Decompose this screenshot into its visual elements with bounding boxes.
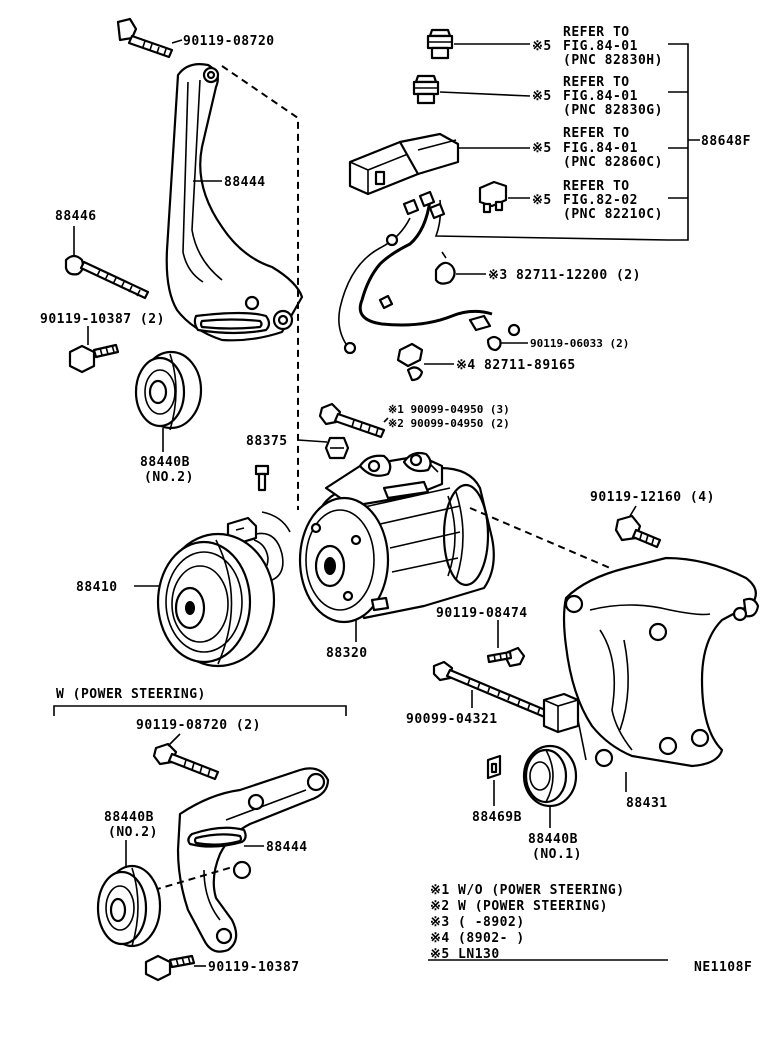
bolt-90099-04950: [318, 402, 386, 439]
pulley-88440b-no2-upper: [134, 350, 203, 431]
label-ps-pulley-88440b: 88440B: [104, 810, 154, 825]
ps-pulley-88440b-no2: [96, 864, 162, 948]
label-bolt-90099-04321: 90099-04321: [406, 712, 498, 727]
bolt-90119-12160: [614, 514, 662, 549]
bracket-88431: [562, 556, 760, 768]
pulley-88440b-no1: [522, 744, 578, 808]
label-sensor2-mark: ※5: [532, 89, 552, 104]
label-sensor4-mark: ※5: [532, 193, 552, 208]
label-bolt-90119-10387: 90119-10387 (2): [40, 312, 165, 327]
label-ps-bolt-90119-10387: 90119-10387: [208, 960, 300, 975]
clamp-82711-12200: [434, 251, 456, 285]
label-sensor1-ref3: (PNC 82830H): [563, 53, 663, 68]
bolt-90099-04321: [432, 660, 552, 720]
label-clamp-82711-12200: ※3 82711-12200 (2): [488, 268, 641, 283]
label-bracket-88431: 88431: [626, 796, 668, 811]
magnet-clutch-88410: [156, 532, 276, 668]
clamp-82711-89165: [396, 342, 424, 382]
legend-note-4: ※4 (8902- ): [430, 931, 525, 946]
label-clamp-82711-89165: ※4 82711-89165: [456, 358, 576, 373]
label-sensor3-ref1: REFER TO: [563, 126, 630, 141]
label-sensor1-mark: ※5: [532, 39, 552, 54]
bolt-88446: [64, 254, 150, 300]
bolt-90119-06033: [486, 335, 502, 352]
bracket-88444-upper: [165, 63, 304, 342]
label-bolt-90119-12160: 90119-12160 (4): [590, 490, 715, 505]
label-bolt-90099-04950-1: ※1 90099-04950 (3): [388, 403, 510, 416]
label-sensor1-ref2: FIG.84-01: [563, 39, 638, 54]
label-sensor4-ref3: (PNC 82210C): [563, 207, 663, 222]
label-pulley-88440b-upper: 88440B: [140, 455, 190, 470]
label-ps-bolt-90119-08720: 90119-08720 (2): [136, 718, 261, 733]
label-bolt-90099-04950-2: ※2 90099-04950 (2): [388, 417, 510, 430]
compressor-88320: [298, 451, 495, 624]
bolt-90119-10387: [68, 343, 120, 374]
sensor-82860c: [348, 132, 460, 196]
label-bracket-88444: 88444: [224, 175, 266, 190]
ps-bracket-88444: [176, 767, 330, 953]
label-cushion-88375: 88375: [246, 434, 288, 449]
bolt-90119-08474: [486, 646, 526, 668]
cushion-88375: [324, 436, 350, 460]
ps-bolt-90119-08720: [152, 742, 220, 781]
legend-note-1: ※1 W/O (POWER STEERING): [430, 883, 625, 898]
label-bolt-90119-08720: 90119-08720: [183, 34, 275, 49]
plate-88469b: [486, 692, 580, 780]
label-sensor2-ref3: (PNC 82830G): [563, 103, 663, 118]
ps-bolt-90119-10387: [144, 954, 196, 982]
label-harness-88648f: 88648F: [701, 134, 751, 149]
label-bolt-90119-08474: 90119-08474: [436, 606, 528, 621]
label-ps-bracket-88444: 88444: [266, 840, 308, 855]
sensor-82830g: [412, 74, 440, 105]
clutch-screw: [254, 464, 270, 492]
legend-note-3: ※3 ( -8902): [430, 915, 525, 930]
label-sensor3-ref3: (PNC 82860C): [563, 155, 663, 170]
label-sensor3-ref2: FIG.84-01: [563, 141, 638, 156]
legend-note-5: ※5 LN130: [430, 947, 500, 962]
label-sensor1-ref1: REFER TO: [563, 25, 630, 40]
label-sensor2-ref1: REFER TO: [563, 75, 630, 90]
sensor-82210c: [478, 180, 508, 214]
label-sensor2-ref2: FIG.84-01: [563, 89, 638, 104]
label-clutch-88410: 88410: [76, 580, 118, 595]
legend-note-2: ※2 W (POWER STEERING): [430, 899, 608, 914]
label-ps-title: W (POWER STEERING): [56, 687, 206, 702]
label-compressor-88320: 88320: [326, 646, 368, 661]
label-pulley-88440b-lower: 88440B: [528, 832, 578, 847]
label-pulley-lower-no: (NO.1): [532, 847, 582, 862]
label-sensor4-ref1: REFER TO: [563, 179, 630, 194]
label-bolt-90119-06033: 90119-06033 (2): [530, 337, 629, 350]
label-sensor4-ref2: FIG.82-02: [563, 193, 638, 208]
label-pulley-upper-no: (NO.2): [144, 470, 194, 485]
sensor-82830h: [426, 28, 454, 60]
label-plate-88469b: 88469B: [472, 810, 522, 825]
wiring-harness-88648f: [338, 190, 669, 355]
figure-code: NE1108F: [694, 960, 752, 975]
bolt-90119-08720: [116, 17, 174, 59]
label-sensor3-mark: ※5: [532, 141, 552, 156]
label-ps-pulley-no: (NO.2): [108, 825, 158, 840]
label-bolt-88446: 88446: [55, 209, 97, 224]
